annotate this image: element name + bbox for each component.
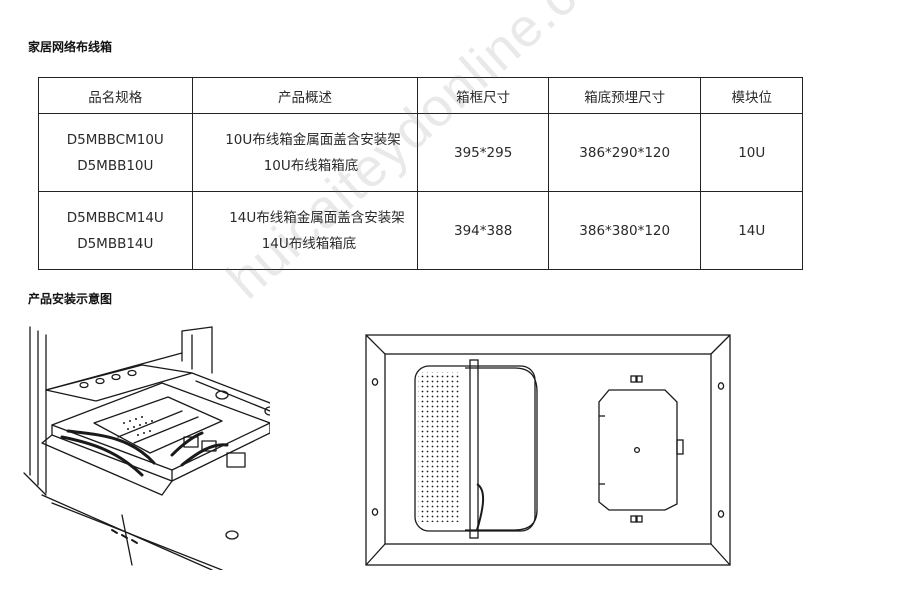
spec-section-title: 家居网络布线箱 bbox=[28, 40, 113, 54]
description-line: 10U布线箱金属面盖含安装架 bbox=[225, 131, 401, 148]
description-line: 14U布线箱金属面盖含安装架 bbox=[229, 209, 405, 226]
model-code: D5MBBCM10U bbox=[66, 131, 164, 148]
header-module-slots: 模块位 bbox=[700, 77, 803, 114]
header-embed-size: 箱底预埋尺寸 bbox=[547, 77, 702, 114]
description-line: 10U布线箱箱底 bbox=[263, 157, 359, 174]
table-row: D5MBBCM14U D5MBB14U 14U布线箱金属面盖含安装架 14U布线… bbox=[38, 191, 803, 270]
spec-table: 品名规格 产品概述 箱框尺寸 箱底预埋尺寸 模块位 D5MBBCM10U D5M… bbox=[38, 77, 803, 270]
box-front-view-illustration bbox=[365, 334, 731, 566]
embed-size-cell: 386*290*120 bbox=[547, 113, 702, 192]
model-code: D5MBBCM14U bbox=[66, 209, 164, 226]
model-cell: D5MBBCM14U D5MBB14U bbox=[38, 191, 193, 270]
frame-size-cell: 394*388 bbox=[417, 191, 549, 270]
description-cell: 10U布线箱金属面盖含安装架 10U布线箱箱底 bbox=[191, 113, 419, 192]
embed-size-cell: 386*380*120 bbox=[547, 191, 702, 270]
model-code: D5MBB14U bbox=[77, 235, 154, 252]
module-slots-cell: 14U bbox=[700, 191, 803, 270]
description-line: 14U布线箱箱底 bbox=[261, 235, 357, 252]
model-cell: D5MBBCM10U D5MBB10U bbox=[38, 113, 193, 192]
install-section-title: 产品安装示意图 bbox=[28, 292, 113, 306]
header-model: 品名规格 bbox=[38, 77, 193, 114]
description-cell: 14U布线箱金属面盖含安装架 14U布线箱箱底 bbox=[191, 191, 419, 270]
model-code: D5MBB10U bbox=[77, 157, 154, 174]
module-slots-cell: 10U bbox=[700, 113, 803, 192]
table-header-row: 品名规格 产品概述 箱框尺寸 箱底预埋尺寸 模块位 bbox=[38, 77, 803, 114]
header-frame-size: 箱框尺寸 bbox=[417, 77, 549, 114]
header-description: 产品概述 bbox=[191, 77, 419, 114]
rack-install-illustration bbox=[23, 326, 270, 570]
frame-size-cell: 395*295 bbox=[417, 113, 549, 192]
table-row: D5MBBCM10U D5MBB10U 10U布线箱金属面盖含安装架 10U布线… bbox=[38, 113, 803, 192]
